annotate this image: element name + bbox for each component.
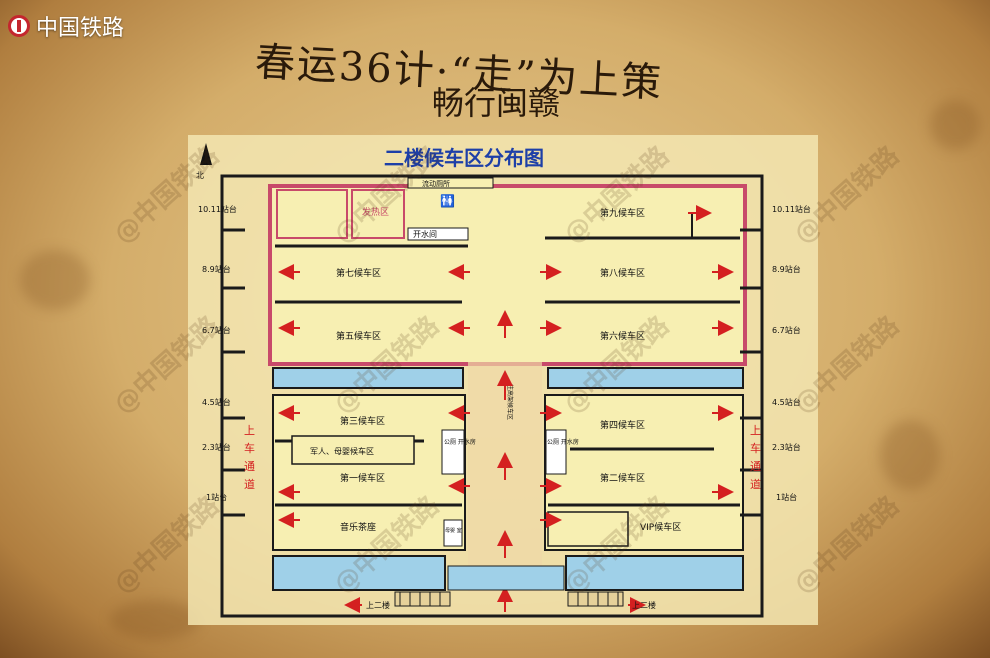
glass-strip xyxy=(272,367,464,389)
mobile-toilet-label: 流动厕所 xyxy=(422,179,450,188)
hall1-label: 第一候车区 xyxy=(340,472,385,484)
military-label: 军人、母婴候车区 xyxy=(310,446,374,456)
glass-bottom-right xyxy=(565,555,744,591)
platform-right-label: 6.7站台 xyxy=(772,325,801,335)
poster-subtitle: 畅行闽赣 xyxy=(432,84,561,122)
hall6-label: 第六候车区 xyxy=(600,330,645,342)
mobile-toilet-box xyxy=(407,177,494,189)
north-arrow-icon xyxy=(200,143,212,165)
boarding-right-char: 道 xyxy=(750,477,761,491)
glass-bottom-left xyxy=(272,555,446,591)
glass-strip xyxy=(547,367,744,389)
corridor-note: 往高架候车区 xyxy=(506,384,514,420)
platform-left-label: 10.11站台 xyxy=(198,204,237,214)
boarding-right-char: 车 xyxy=(750,441,761,455)
hall3-label: 第三候车区 xyxy=(340,415,385,427)
plan-heading: 二楼候车区分布图 xyxy=(384,146,544,170)
outer-wall xyxy=(220,174,764,618)
toilet-water-left-label: 公厕 开水房 xyxy=(444,438,476,446)
platform-left-label: 6.7站台 xyxy=(202,325,231,335)
sick-area-label: 发热区 xyxy=(362,206,389,218)
toilet-water-box-right xyxy=(545,429,567,475)
boarding-left-char: 上 xyxy=(244,424,255,437)
china-railway-logo: 中国铁路 xyxy=(8,10,124,42)
platform-right-label: 1站台 xyxy=(776,492,797,502)
paper-stain xyxy=(930,100,980,150)
stairs-left-label: 上二楼 xyxy=(366,600,390,610)
paper-stain xyxy=(880,420,940,490)
stairs-right-label: 上二楼 xyxy=(632,600,656,610)
sick-room xyxy=(351,189,405,239)
toilet-water-box-left xyxy=(441,429,465,475)
upper-block xyxy=(268,184,747,366)
toilet-water-right-label: 公厕 开水房 xyxy=(547,438,579,446)
boarding-right-char: 通 xyxy=(750,460,761,473)
platform-left-label: 1站台 xyxy=(206,492,227,502)
boarding-left-char: 车 xyxy=(244,441,255,455)
paper-stain xyxy=(20,250,90,310)
railway-logo-icon xyxy=(8,15,30,37)
platform-left-label: 2.3站台 xyxy=(202,442,231,452)
hall8-label: 第八候车区 xyxy=(600,267,645,279)
platform-right-label: 8.9站台 xyxy=(772,264,801,274)
boarding-left-char: 通 xyxy=(244,460,255,473)
military-box xyxy=(291,435,415,465)
office-room xyxy=(276,189,348,239)
platform-right-label: 2.3站台 xyxy=(772,442,801,452)
stairs-right-icon xyxy=(567,591,624,607)
platform-left-label: 4.5站台 xyxy=(202,397,231,407)
hall4-label: 第四候车区 xyxy=(600,419,645,431)
vip-label: VIP候车区 xyxy=(640,521,681,533)
stairs-left-icon xyxy=(394,591,451,607)
platform-left-label: 8.9站台 xyxy=(202,264,231,274)
music-label: 音乐茶座 xyxy=(340,521,376,533)
hall5-label: 第五候车区 xyxy=(336,330,381,342)
north-label: 北 xyxy=(196,171,204,180)
hall9-label: 第九候车区 xyxy=(600,207,645,219)
platform-right-label: 10.11站台 xyxy=(772,204,811,214)
logo-text: 中国铁路 xyxy=(36,16,125,41)
lower-left-block xyxy=(272,394,466,551)
paper-stain xyxy=(110,600,200,640)
small-room-box xyxy=(443,519,463,547)
boarding-left-char: 道 xyxy=(244,477,255,491)
platform-right-label: 4.5站台 xyxy=(772,397,801,407)
small-room-label: 母婴 室 xyxy=(445,527,462,534)
toilet-icon: 🚻 xyxy=(440,194,455,208)
entrance-glass xyxy=(447,565,565,591)
boarding-right-char: 上 xyxy=(750,424,761,437)
water-room-box xyxy=(407,227,469,241)
hall2-label: 第二候车区 xyxy=(600,472,645,484)
water-room-label: 开水间 xyxy=(413,229,437,239)
hall7-label: 第七候车区 xyxy=(336,267,381,279)
